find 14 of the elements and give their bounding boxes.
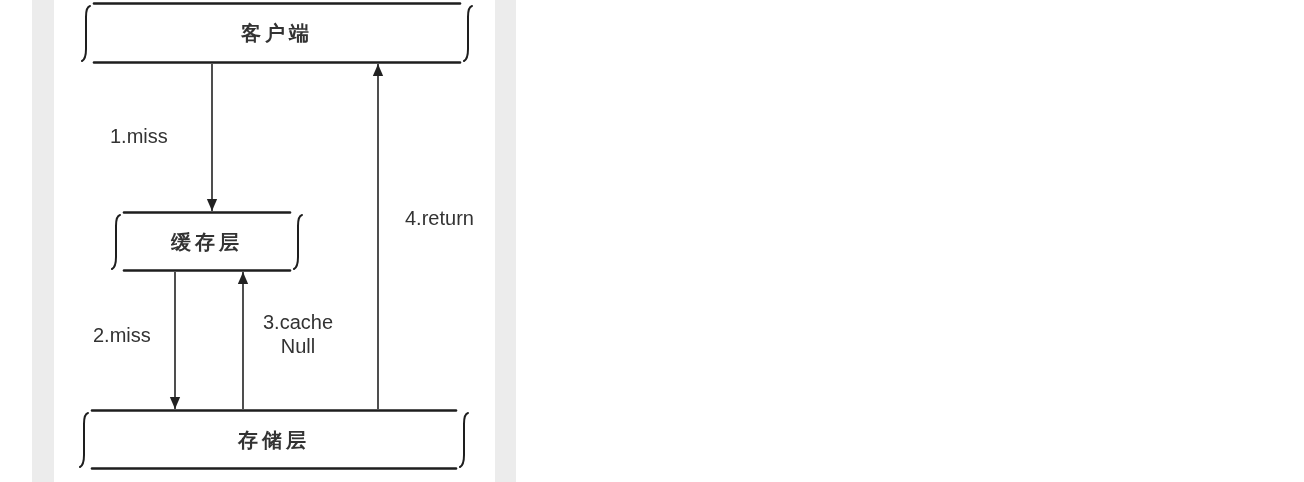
layer-label: 缓存层 (171, 229, 243, 254)
layer-label: 存储层 (238, 427, 310, 452)
edge-label: 3.cache Null (262, 310, 334, 358)
layer-label: 客户端 (241, 21, 313, 45)
arrow (206, 63, 218, 212)
arrow (237, 271, 249, 410)
arrow (372, 63, 384, 410)
layer-box (78, 409, 470, 470)
edge-label: 1.miss (110, 124, 168, 148)
arrow (169, 271, 181, 410)
edge-label: 4.return (405, 206, 474, 230)
layer-box (80, 2, 474, 64)
edge-label: 2.miss (93, 323, 151, 347)
layer-box (110, 211, 304, 272)
